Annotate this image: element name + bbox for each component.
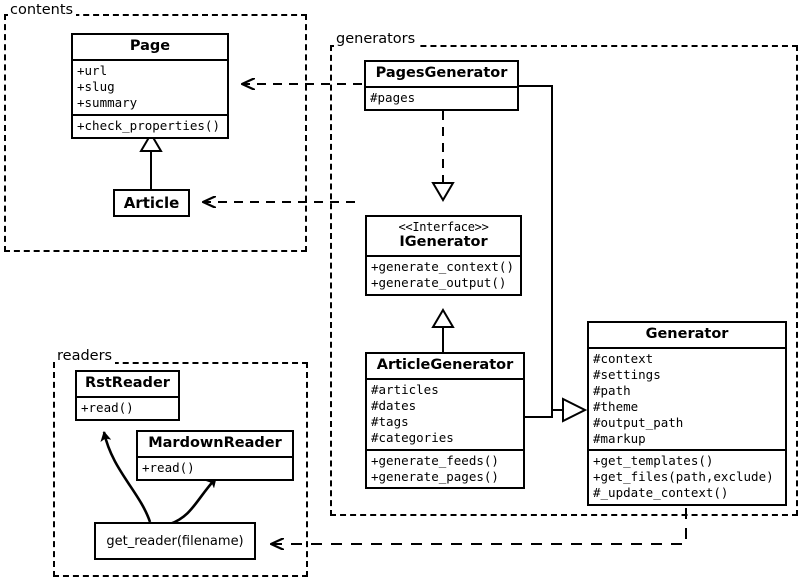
attribute-row: #tags xyxy=(371,413,409,429)
class-operations-mardownreader: +read() xyxy=(138,456,292,479)
attribute-row: #categories xyxy=(371,429,454,445)
class-name-generator: Generator xyxy=(645,326,729,342)
class-name-articlegenerator: ArticleGenerator xyxy=(376,357,514,373)
class-name-label: IGenerator xyxy=(399,233,488,250)
function-box-get-reader[interactable]: get_reader(filename) xyxy=(94,522,256,560)
class-name-pagesgenerator: PagesGenerator xyxy=(375,65,508,81)
class-box-generator[interactable]: Generator #context #settings #path #them… xyxy=(587,321,787,507)
operation-row: #_update_context() xyxy=(593,485,729,501)
class-stereotype-igenerator: <<Interface>> xyxy=(398,220,489,234)
package-frame-readers xyxy=(53,362,308,577)
class-name-article: Article xyxy=(123,194,180,212)
class-attributes-articlegenerator: #articles #dates #tags #categories xyxy=(367,378,523,449)
class-box-igenerator[interactable]: <<Interface>> IGenerator +generate_conte… xyxy=(365,215,522,296)
attribute-row: +slug xyxy=(77,79,115,95)
class-box-article[interactable]: Article xyxy=(113,189,190,217)
class-box-rstreader[interactable]: RstReader +read() xyxy=(75,370,180,422)
operation-row: +generate_feeds() xyxy=(371,452,499,468)
attribute-row: +summary xyxy=(77,94,138,110)
package-label-readers: readers xyxy=(55,348,116,364)
operation-row: +generate_pages() xyxy=(371,468,499,484)
operation-row: +get_files(path,exclude) xyxy=(593,469,774,485)
attribute-row: #path xyxy=(593,382,631,398)
class-attributes-page: +url +slug +summary xyxy=(73,59,227,114)
attribute-row: #pages xyxy=(370,90,416,106)
package-label-contents: contents xyxy=(8,2,77,18)
attribute-row: #markup xyxy=(593,430,646,446)
operation-row: +generate_output() xyxy=(371,274,507,290)
package-label-generators: generators xyxy=(334,31,419,47)
class-operations-rstreader: +read() xyxy=(77,396,178,419)
attribute-row: #settings xyxy=(593,367,661,383)
class-name-rstreader: RstReader xyxy=(85,375,170,391)
class-attributes-generator: #context #settings #path #theme #output_… xyxy=(589,347,785,449)
class-attributes-pagesgenerator: #pages xyxy=(366,86,517,109)
attribute-row: #context xyxy=(593,351,654,367)
operation-row: +read() xyxy=(81,400,134,416)
class-box-mardownreader[interactable]: MardownReader +read() xyxy=(136,430,294,482)
operation-row: +get_templates() xyxy=(593,453,714,469)
class-operations-articlegenerator: +generate_feeds() +generate_pages() xyxy=(367,448,523,488)
function-label-get-reader: get_reader(filename) xyxy=(106,533,244,549)
class-name-page: Page xyxy=(129,38,171,54)
attribute-row: #theme xyxy=(593,398,639,414)
attribute-row: +url xyxy=(77,63,108,79)
operation-row: +check_properties() xyxy=(77,117,220,133)
class-box-pagesgenerator[interactable]: PagesGenerator #pages xyxy=(364,60,519,112)
attribute-row: #output_path xyxy=(593,414,684,430)
package-frame-contents xyxy=(4,14,307,252)
class-name-igenerator: <<Interface>> IGenerator xyxy=(367,217,520,255)
operation-row: +read() xyxy=(142,460,195,476)
attribute-row: #dates xyxy=(371,398,417,414)
class-operations-page: +check_properties() xyxy=(73,113,227,137)
attribute-row: #articles xyxy=(371,382,439,398)
class-name-mardownreader: MardownReader xyxy=(148,435,282,451)
class-operations-igenerator: +generate_context() +generate_output() xyxy=(367,254,520,294)
class-box-articlegenerator[interactable]: ArticleGenerator #articles #dates #tags … xyxy=(365,352,525,490)
class-operations-generator: +get_templates() +get_files(path,exclude… xyxy=(589,449,785,504)
class-box-page[interactable]: Page +url +slug +summary +check_properti… xyxy=(71,33,229,139)
operation-row: +generate_context() xyxy=(371,258,514,274)
